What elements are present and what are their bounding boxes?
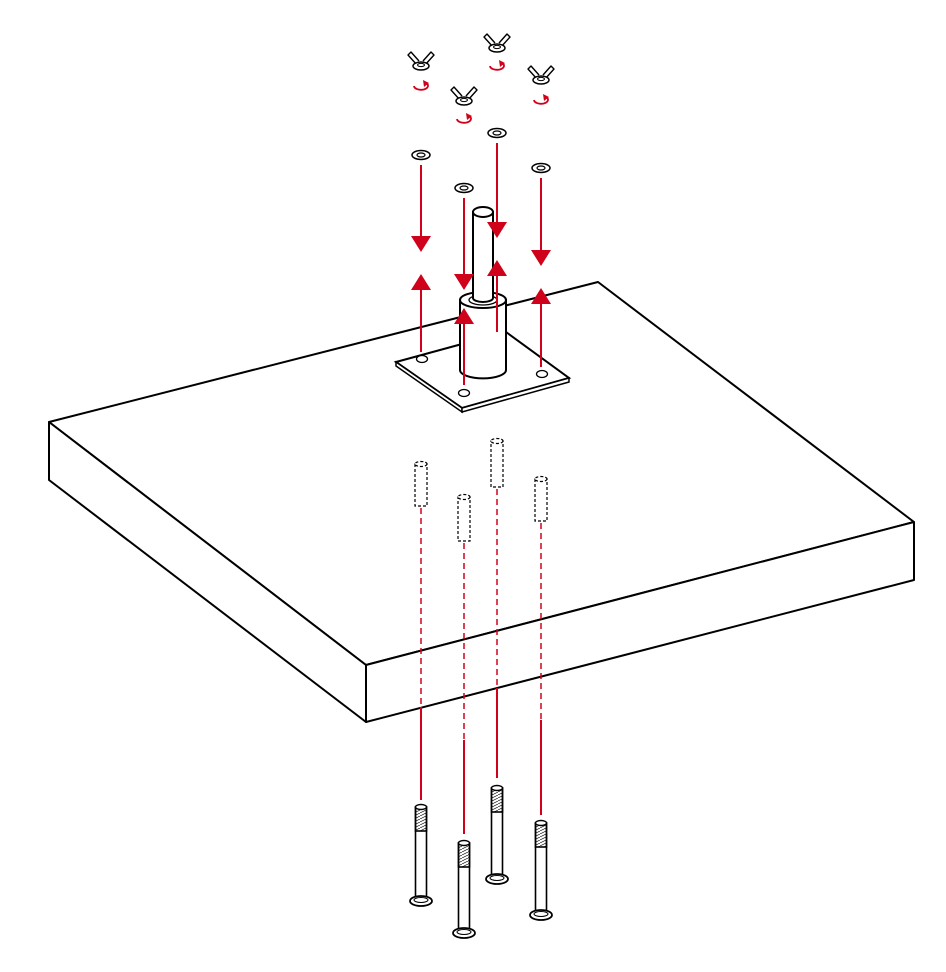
rotate-arc xyxy=(413,82,429,91)
insert-icon xyxy=(534,475,548,522)
wing-right xyxy=(465,86,478,101)
rotate-arrow-icon xyxy=(456,113,472,124)
bolt-icon xyxy=(452,839,476,939)
insert-icon xyxy=(490,437,504,488)
insert-icon xyxy=(414,460,428,507)
bolt-thread xyxy=(490,787,504,813)
rotate-head xyxy=(423,80,429,87)
insert-top xyxy=(414,460,428,468)
rotate-head xyxy=(543,94,549,101)
rotate-arc xyxy=(456,115,472,124)
wing-nut-icon xyxy=(407,51,435,71)
assembly-arrows xyxy=(411,143,551,834)
slab-right-face xyxy=(365,521,915,723)
insert-top xyxy=(490,437,504,445)
washer-icon xyxy=(531,162,551,174)
washer-inner xyxy=(492,130,502,136)
washer-inner xyxy=(459,185,469,191)
bolt-head-inner xyxy=(533,911,549,917)
wing-right xyxy=(542,65,555,80)
wing-nut-icon xyxy=(450,86,478,106)
nut-hole xyxy=(493,44,501,50)
wing-right xyxy=(422,51,435,66)
washer-icon xyxy=(454,182,474,194)
bolt-icon xyxy=(529,819,553,921)
bolt-tip xyxy=(457,839,471,847)
insert-top xyxy=(534,475,548,483)
bolt-tip xyxy=(490,784,504,792)
bolt-icon xyxy=(485,784,509,885)
insert-icon xyxy=(457,493,471,542)
washer-inner xyxy=(416,152,426,158)
wing-left xyxy=(527,65,540,80)
washer-icon xyxy=(411,149,431,161)
wing-nut-icon xyxy=(483,33,511,53)
rotate-arrow-icon xyxy=(533,94,549,105)
rotate-arrow-icon xyxy=(413,80,429,91)
post-pin xyxy=(472,206,494,303)
fasteners xyxy=(407,33,555,939)
bolt-head-inner xyxy=(413,897,429,903)
bolt-tip xyxy=(414,803,428,811)
rotate-head xyxy=(499,60,505,67)
nut-hole xyxy=(460,97,468,103)
plate-hole-2 xyxy=(457,388,471,398)
rotate-arrow-icon xyxy=(489,60,505,71)
post-sleeve xyxy=(459,291,507,380)
rotate-arc xyxy=(533,96,549,105)
bolt-tip xyxy=(534,819,548,827)
plate-edge-right xyxy=(461,377,570,413)
nut-hole xyxy=(417,62,425,68)
plate-hole-4 xyxy=(535,369,549,379)
wing-left xyxy=(407,51,420,66)
bolt-thread xyxy=(414,806,428,832)
insert-top xyxy=(457,493,471,501)
plate-hole-1 xyxy=(415,354,429,364)
wing-right xyxy=(498,33,511,48)
rotate-arc xyxy=(489,62,505,71)
slab xyxy=(48,281,915,723)
bolt-head-inner xyxy=(456,929,472,935)
rotate-head xyxy=(466,113,472,120)
bolt-thread xyxy=(534,822,548,848)
bolt-head-inner xyxy=(489,875,505,881)
bolt-icon xyxy=(409,803,433,907)
nut-hole xyxy=(537,76,545,82)
bolt-thread xyxy=(457,842,471,868)
wing-left xyxy=(450,86,463,101)
wing-nut-icon xyxy=(527,65,555,85)
washer-icon xyxy=(487,127,507,139)
slab-top-edge-inner xyxy=(48,421,367,666)
wing-left xyxy=(483,33,496,48)
washer-inner xyxy=(536,165,546,171)
